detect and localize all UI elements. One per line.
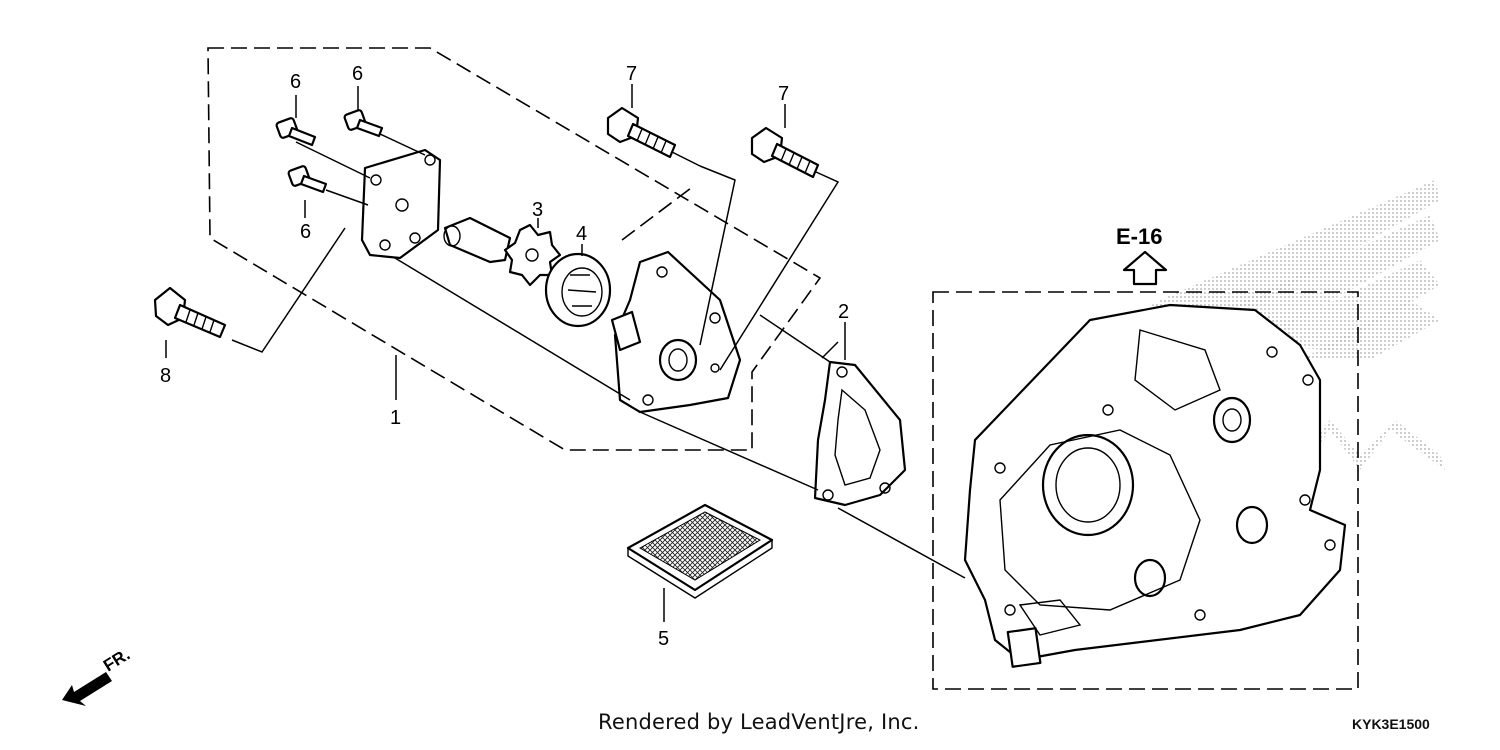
screw-6-top-center[interactable] <box>343 109 384 138</box>
bolt-7-left[interactable] <box>606 106 677 159</box>
gasket-2[interactable] <box>813 360 907 507</box>
callout-2: 2 <box>838 301 849 323</box>
diagram-code: KYK3E1500 <box>1352 716 1430 732</box>
callout-8: 8 <box>160 365 171 387</box>
callout-5: 5 <box>658 628 669 650</box>
callout-6: 6 <box>290 71 301 93</box>
oil-strainer-5[interactable] <box>626 503 774 599</box>
pump-cover-plate[interactable] <box>360 148 442 260</box>
pump-body[interactable] <box>610 250 742 414</box>
pump-shaft[interactable] <box>443 216 512 264</box>
callout-6: 6 <box>300 221 311 243</box>
callout-7: 7 <box>778 83 789 105</box>
crankcase[interactable] <box>963 303 1347 668</box>
screw-6-lower-left[interactable] <box>287 165 328 194</box>
crankcase-reference-box <box>932 291 1359 690</box>
callout-4: 4 <box>576 223 587 245</box>
honda-wing-logo-watermark <box>1120 180 1445 470</box>
rendered-by-credit: Rendered by LeadVentJre, Inc. <box>598 710 920 734</box>
bolt-8[interactable] <box>153 286 227 339</box>
front-direction-label: FR. <box>100 645 133 676</box>
reference-up-arrow-icon[interactable] <box>1122 250 1168 286</box>
callout-6: 6 <box>352 63 363 85</box>
inner-rotor-3[interactable] <box>503 223 562 287</box>
screw-6-top-left[interactable] <box>275 117 317 147</box>
bolt-7-right[interactable] <box>750 126 820 179</box>
callout-7: 7 <box>626 63 637 85</box>
outer-rotor-4[interactable] <box>544 252 612 328</box>
callout-1: 1 <box>390 407 401 429</box>
leader-lines <box>231 133 966 579</box>
reference-label: E-16 <box>1116 224 1162 249</box>
callout-3: 3 <box>532 199 543 221</box>
assembly-group-outline <box>207 47 822 451</box>
front-direction-arrow-icon: FR. <box>62 645 133 706</box>
